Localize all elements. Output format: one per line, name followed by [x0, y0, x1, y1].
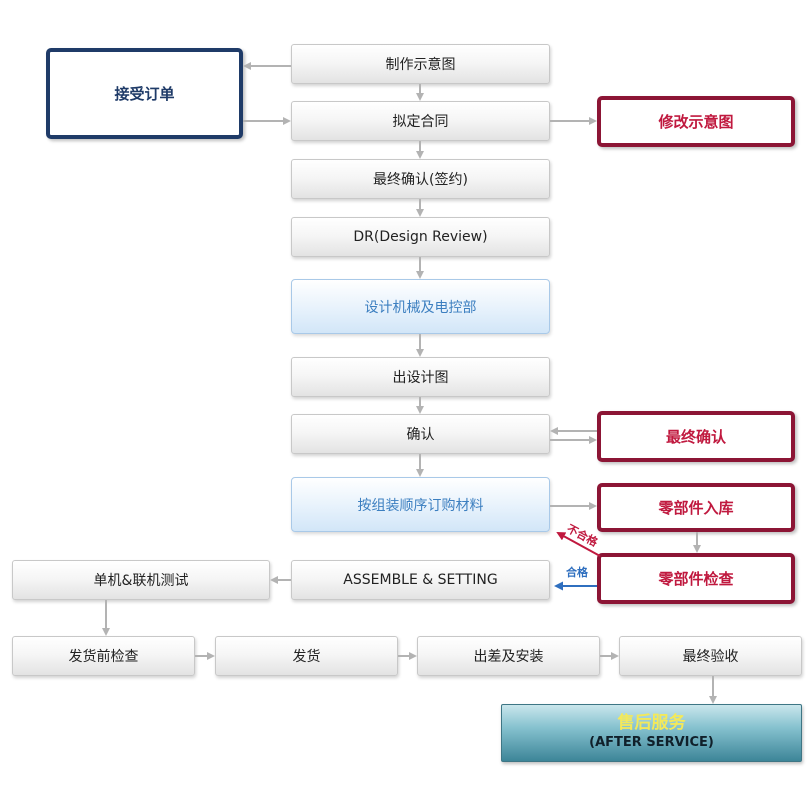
step-label: 出差及安装 — [473, 649, 544, 665]
box-label: 最终确认 — [665, 428, 726, 446]
after-service-subtitle: (AFTER SERVICE) — [589, 735, 714, 750]
box-label: 零部件入库 — [658, 499, 734, 517]
step-unit-line-test: 单机&联机测试 — [12, 560, 270, 600]
final-confirm-box: 最终确认 — [597, 411, 795, 462]
step-label: ASSEMBLE & SETTING — [343, 572, 498, 588]
fail-arrow — [556, 532, 601, 557]
fail-label: 不合格 — [565, 521, 602, 549]
step-label: 单机&联机测试 — [93, 573, 189, 589]
step-draft-contract: 拟定合同 — [291, 101, 550, 141]
step-assemble-setting: ASSEMBLE & SETTING — [291, 560, 550, 600]
step-label: 最终验收 — [682, 649, 739, 665]
step-pre-shipment-check: 发货前检查 — [12, 636, 195, 676]
step-label: 拟定合同 — [392, 114, 449, 130]
step-design-review: DR(Design Review) — [291, 217, 550, 257]
step-label: 最终确认(签约) — [373, 172, 468, 188]
box-label: 修改示意图 — [658, 113, 734, 131]
step-design-mech-elec: 设计机械及电控部 — [291, 279, 550, 334]
step-label: 按组装顺序订购材料 — [357, 497, 484, 514]
after-service-box: 售后服务 (AFTER SERVICE) — [501, 704, 802, 762]
modify-diagram-box: 修改示意图 — [597, 96, 795, 147]
step-label: 出设计图 — [392, 370, 449, 386]
step-make-diagram: 制作示意图 — [291, 44, 550, 84]
step-output-drawings: 出设计图 — [291, 357, 550, 397]
step-travel-install: 出差及安装 — [417, 636, 600, 676]
step-label: 设计机械及电控部 — [364, 299, 477, 316]
step-label: 制作示意图 — [385, 57, 456, 73]
parts-inspection-box: 零部件检查 — [597, 553, 795, 604]
step-label: 发货前检查 — [68, 649, 139, 665]
box-label: 接受订单 — [114, 85, 175, 103]
step-label: 发货 — [292, 649, 321, 665]
step-final-acceptance: 最终验收 — [619, 636, 802, 676]
box-label: 零部件检查 — [658, 570, 734, 588]
after-service-title: 售后服务 — [617, 713, 686, 733]
step-final-confirm-sign: 最终确认(签约) — [291, 159, 550, 199]
parts-storage-box: 零部件入库 — [597, 483, 795, 532]
step-order-materials: 按组装顺序订购材料 — [291, 477, 550, 532]
step-label: 确认 — [406, 427, 435, 443]
step-label: DR(Design Review) — [353, 229, 488, 245]
step-shipment: 发货 — [215, 636, 398, 676]
step-confirm: 确认 — [291, 414, 550, 454]
flow-arrows — [102, 62, 717, 704]
pass-label: 合格 — [566, 565, 589, 579]
accept-order-box: 接受订单 — [46, 48, 243, 139]
